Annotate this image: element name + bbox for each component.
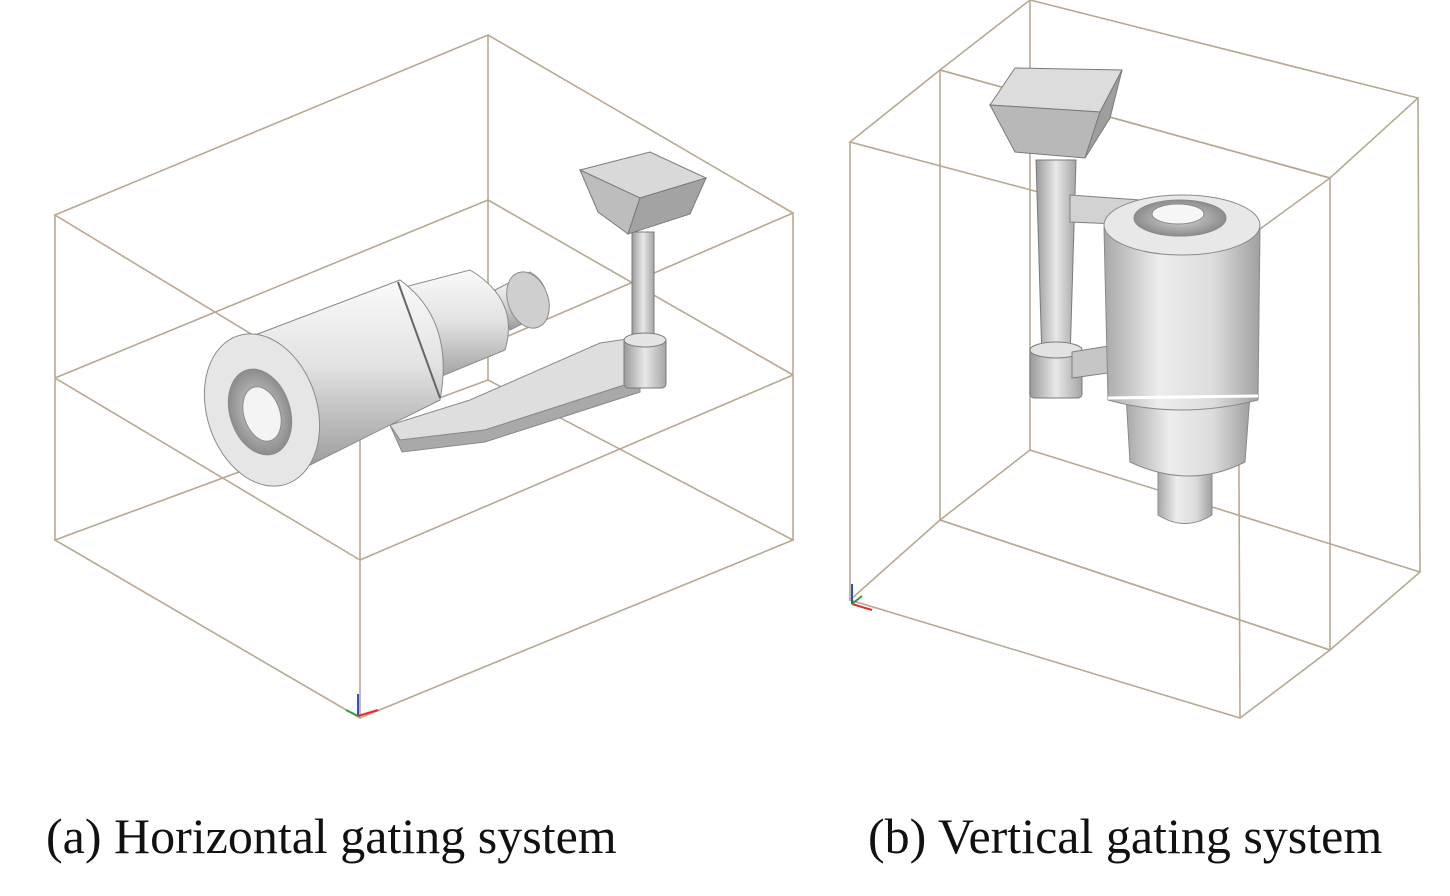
panel-b-vertical-model bbox=[848, 0, 1422, 719]
panel-b-casting bbox=[1103, 194, 1261, 524]
panel-a-horizontal-model bbox=[53, 34, 795, 719]
panel-a-caption: (a) Horizontal gating system bbox=[46, 808, 617, 864]
panel-b-caption: (b) Vertical gating system bbox=[868, 808, 1383, 864]
panel-b-axis-triad bbox=[851, 584, 873, 611]
panel-a-casting bbox=[203, 269, 550, 487]
panel-b-sprue bbox=[989, 67, 1123, 399]
panel-a-sprue bbox=[578, 151, 708, 389]
panel-a-axis-triad bbox=[345, 694, 379, 717]
